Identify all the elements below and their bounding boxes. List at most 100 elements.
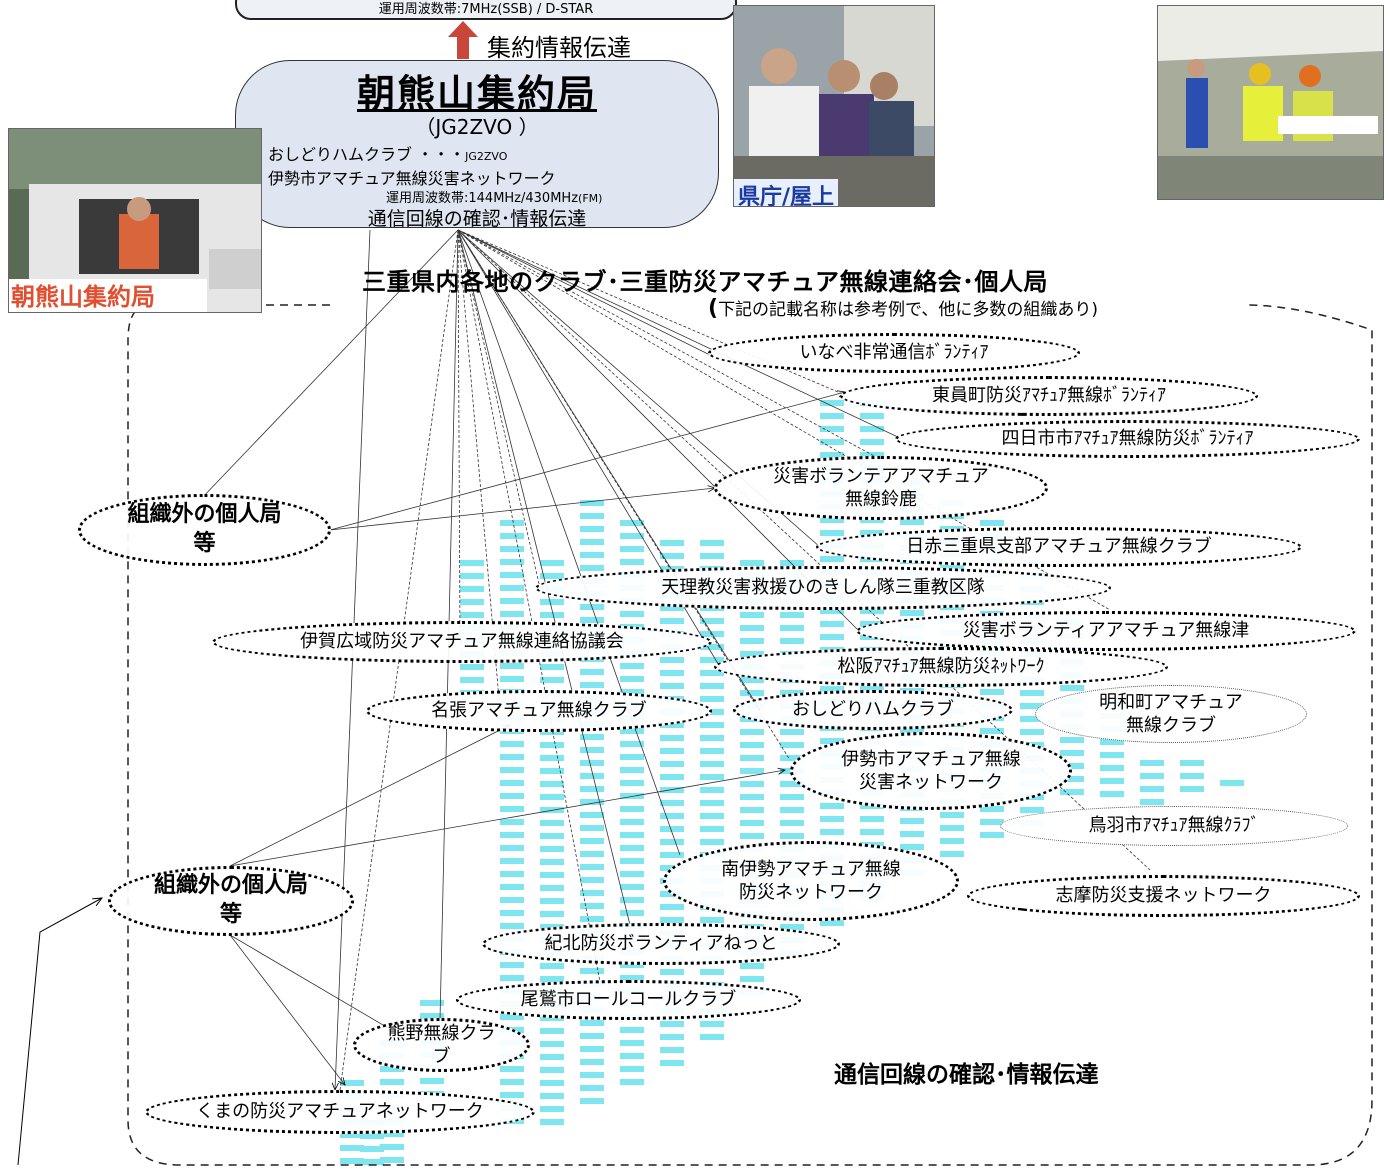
map-tile [540,677,564,683]
map-tile [1100,739,1124,745]
map-tile [700,618,724,624]
map-tile [360,1133,384,1139]
map-tile [1060,685,1084,691]
org-inabe: いなべ非常通信ﾎﾞﾗﾝﾃｨｱ [708,333,1080,373]
map-tile [700,670,724,676]
office-caption: 県庁/屋上 [734,179,839,206]
map-tile [500,754,524,760]
org-red-cross: 日赤三重県支部アマチュア無線クラブ [816,527,1302,567]
map-tile [380,1079,404,1085]
map-tile [740,807,764,813]
map-tile [700,774,724,780]
map-tile [500,923,524,929]
map-tile [360,1159,384,1165]
office-illustration [734,6,934,206]
map-tile [500,910,524,916]
hub-frequency-line: 運用周波数帯:144MHz/430MHz(FM) [386,191,603,206]
map-tile [820,634,844,640]
map-tile [700,1034,724,1040]
map-tile [540,1067,564,1073]
map-tile [700,813,724,819]
region-boundary [127,304,1373,1166]
org-kihoku: 紀北防災ボランティアねっと [482,923,840,965]
map-tile [660,1021,684,1027]
map-tile [660,969,684,975]
map-tile [580,669,604,675]
side-pointer [17,898,102,1166]
map-tile [500,598,524,604]
map-tile [580,760,604,766]
map-tile [700,761,724,767]
hub-title: 朝熊山集約局 [356,72,597,116]
map-tile [860,439,884,445]
map-tile [540,963,564,969]
map-tile [700,709,724,715]
map-tile [580,1059,604,1065]
map-tile [620,845,644,851]
map-tile [980,832,1004,838]
map-tile [660,722,684,728]
map-tile [820,452,844,458]
map-tile [500,871,524,877]
map-tile [740,729,764,735]
map-tile [540,872,564,878]
map-tile [620,559,644,565]
map-tile [740,612,764,618]
map-tile [900,727,924,733]
individual-link [229,725,510,867]
map-tile [500,676,524,682]
map-tile [940,851,964,857]
map-tile [820,426,844,432]
individual-stations-upper: 組織外の個人局 等 [78,494,331,566]
map-tile [820,608,844,614]
map-tile [700,787,724,793]
map-tile [460,573,484,579]
map-tile [820,556,844,562]
map-tile [380,1066,404,1072]
map-tile [500,793,524,799]
map-tile [660,904,684,910]
map-tile [540,1106,564,1112]
map-tile [500,533,524,539]
map-tile [580,1085,604,1091]
map-tile [620,663,644,669]
map-tile [460,612,484,618]
map-tile [740,755,764,761]
org-suzuka: 災害ボランテアアマチュア 無線鈴鹿 [714,456,1048,520]
member-heading: 三重県内各地のクラブ･三重防災アマチュア無線連絡会･個人局 [362,268,1049,296]
map-tile [940,812,964,818]
map-tile [540,1080,564,1086]
map-tile [620,533,644,539]
hub-network-line: ・伊勢市アマチュア無線災害ネットワーク [252,169,556,188]
map-tile [700,800,724,806]
map-tile [580,773,604,779]
map-tile [500,780,524,786]
map-tile [660,774,684,780]
map-tile [540,1041,564,1047]
map-tile [740,742,764,748]
hub-role-line: 通信回線の確認･情報伝達 [367,208,587,228]
map-tile [1180,786,1204,792]
truck-caption: 朝熊山集約局 [11,283,155,311]
map-tile [540,885,564,891]
map-tile [540,898,564,904]
map-tile [380,1144,404,1150]
hub-link [457,229,711,356]
map-tile [820,413,844,419]
map-tile [620,832,644,838]
map-tile [500,897,524,903]
map-tile [740,976,764,982]
map-tile [1140,799,1164,805]
map-tile [580,1072,604,1078]
map-tile [1100,752,1124,758]
map-tile [620,910,644,916]
map-tile [700,969,724,975]
map-tile [740,638,764,644]
map-tile [620,754,644,760]
map-tile [780,638,804,644]
up-arrow-icon [448,21,478,59]
map-tile [780,612,804,618]
map-tile [820,829,844,835]
map-tile [1020,690,1044,696]
map-tile [620,1040,644,1046]
